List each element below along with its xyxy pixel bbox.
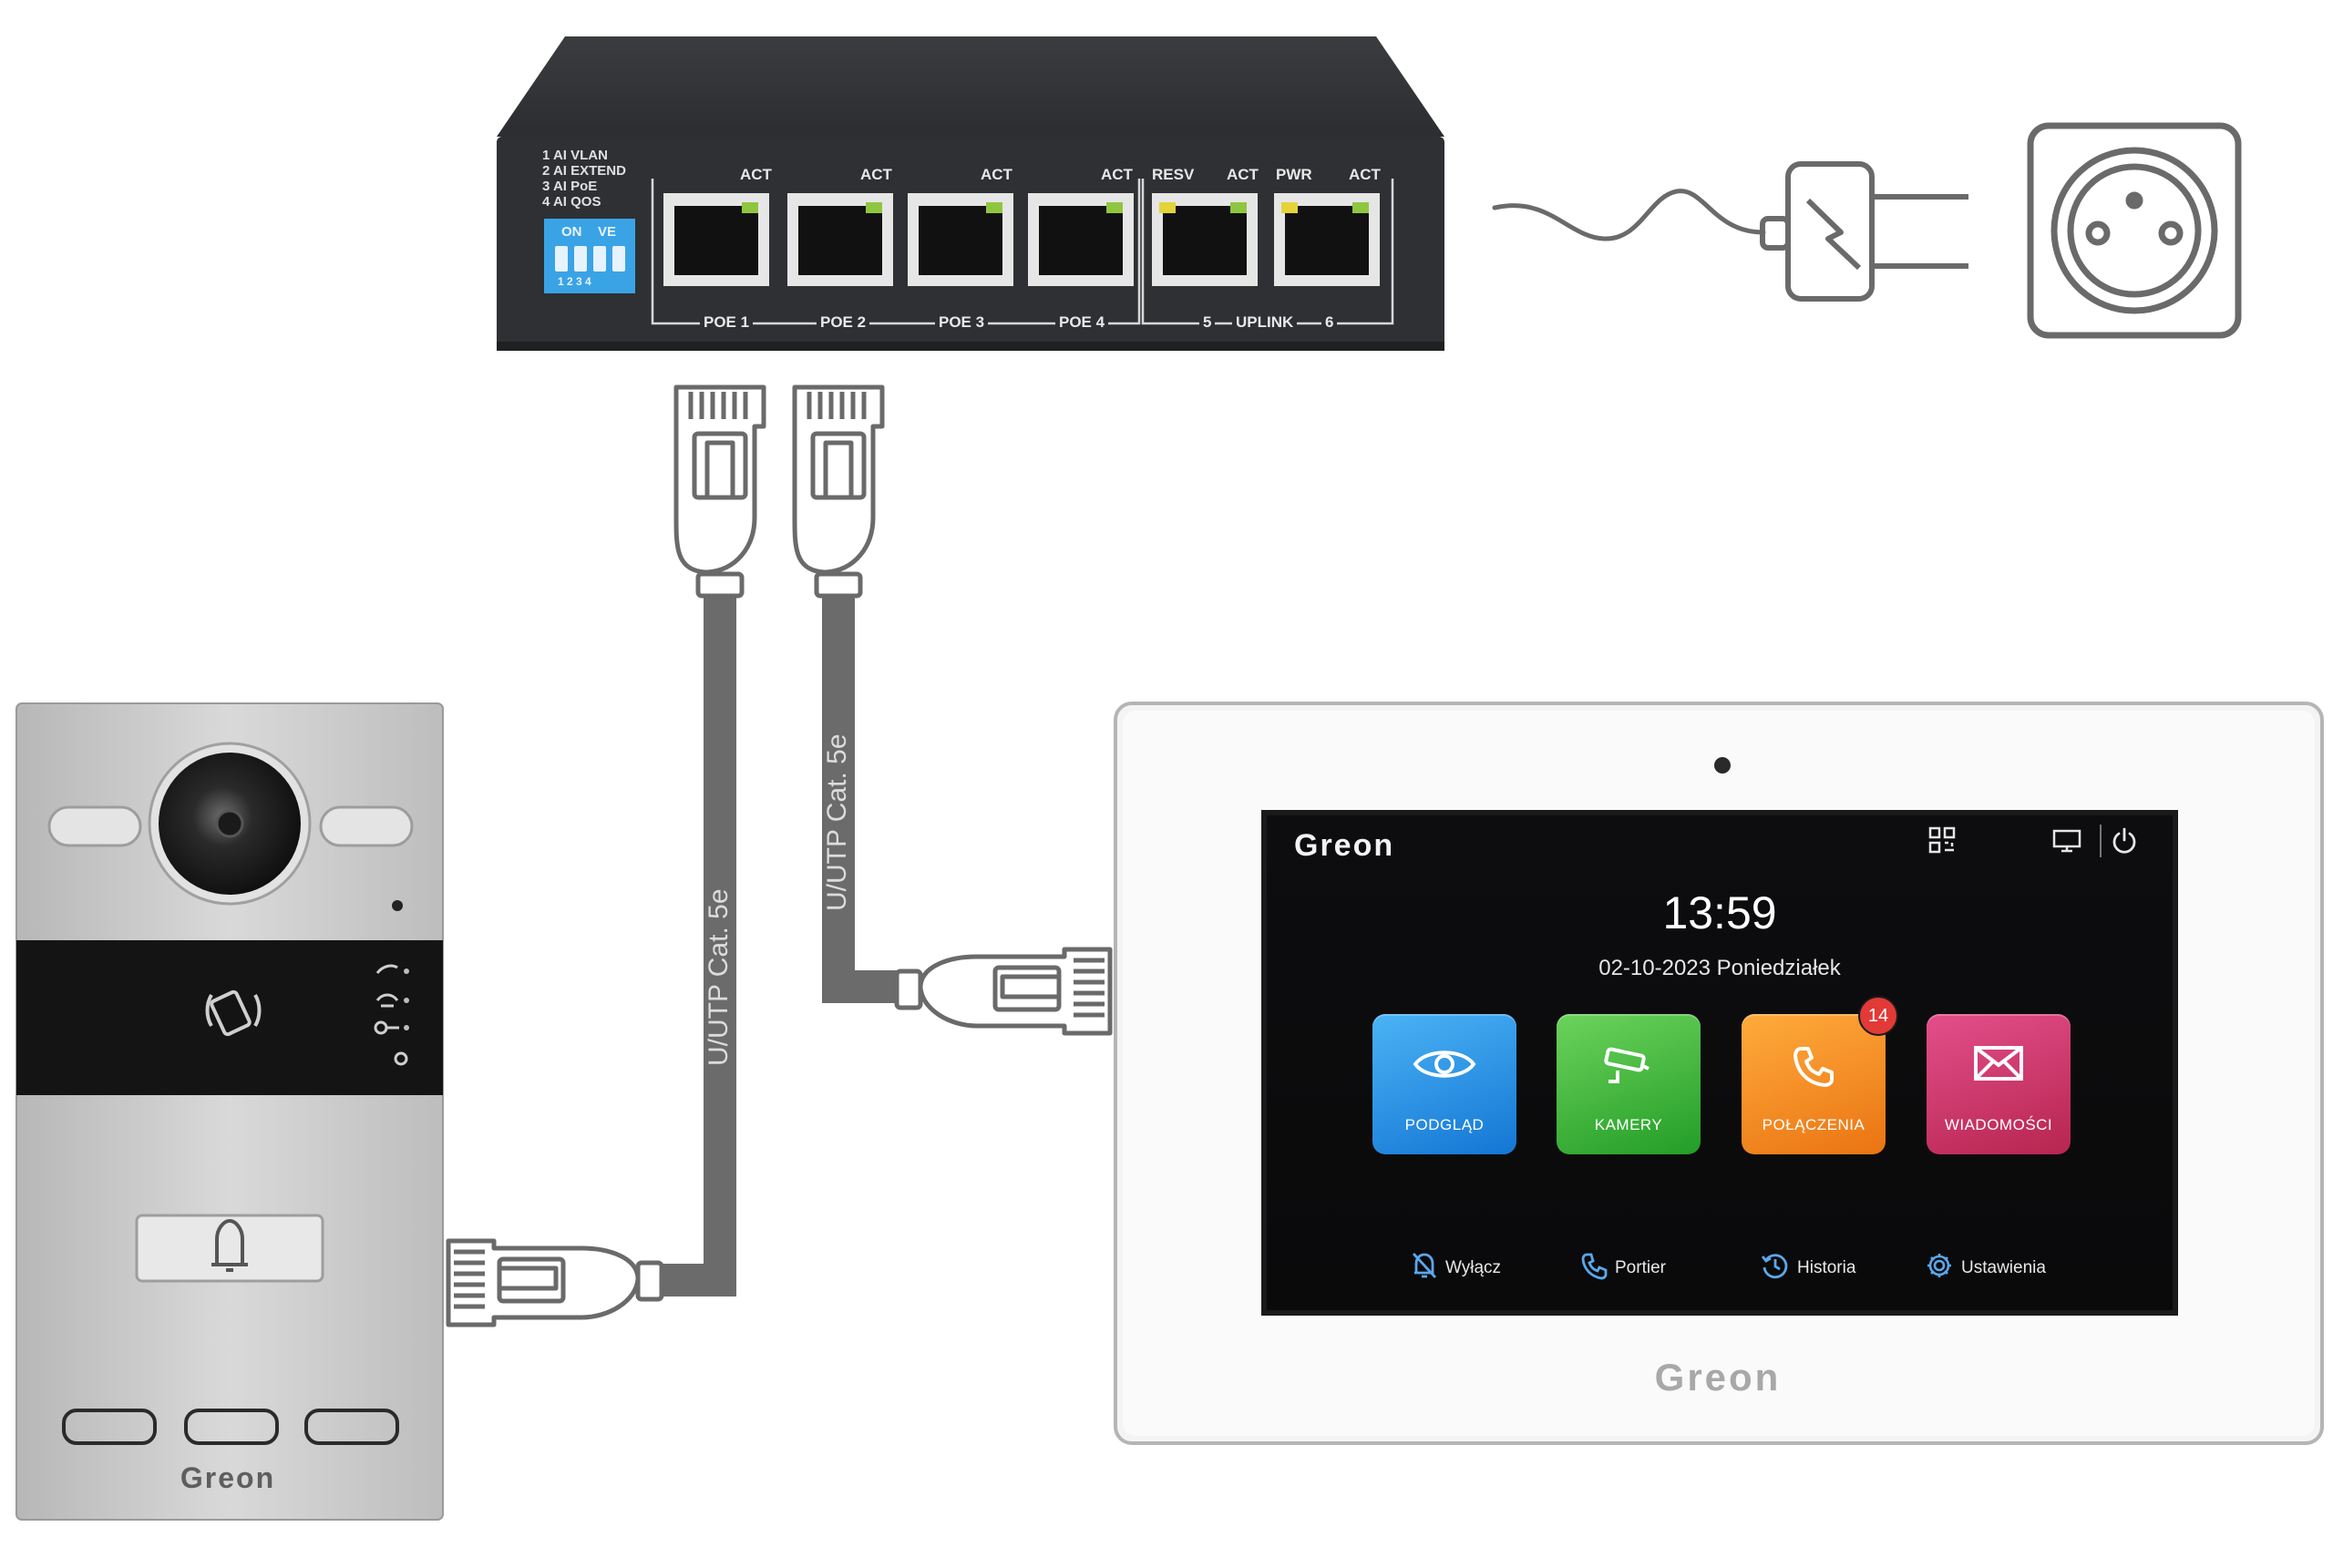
nav-label: Ustawienia <box>1961 1258 2046 1277</box>
port-poe-2[interactable] <box>787 193 893 286</box>
power-icon[interactable] <box>2111 826 2138 860</box>
tile-podglad[interactable]: PODGLĄD <box>1372 1014 1516 1154</box>
history-icon <box>1761 1251 1790 1286</box>
dip-on-label: ON <box>561 224 582 240</box>
speaker-grille <box>62 1409 157 1445</box>
cable-label-right: U/UTP Cat. 5e <box>822 733 852 911</box>
door-station <box>15 702 444 1521</box>
tile-label: PODGLĄD <box>1404 1116 1485 1133</box>
divider <box>2100 825 2102 862</box>
poe-port-label: POE 4 <box>1055 313 1109 332</box>
power-cord <box>1492 189 1766 241</box>
cables <box>642 590 911 1296</box>
camera-icon <box>1601 1045 1656 1091</box>
tile-label: KAMERY <box>1594 1116 1663 1133</box>
gear-icon <box>1925 1251 1954 1286</box>
dip-legend-item: 1 AI VLAN <box>542 148 608 163</box>
dip-legend: 1 AI VLAN 2 AI EXTEND 3 AI PoE 4 AI QOS <box>542 148 626 210</box>
qr-code-icon[interactable] <box>1928 826 1956 858</box>
rfid-icon <box>205 989 262 1037</box>
dip-legend-item: 4 AI QOS <box>542 194 601 210</box>
dip-legend-item: 2 AI EXTEND <box>542 163 626 179</box>
ir-light <box>47 805 142 847</box>
uplink-port-label: 5 <box>1199 313 1216 332</box>
nav-portier[interactable]: Portier <box>1580 1251 1666 1286</box>
tile-label: POŁĄCZENIA <box>1762 1116 1865 1133</box>
tile-wiadomosci[interactable]: WIADOMOŚCI <box>1927 1014 2071 1154</box>
power-plug-icon <box>1760 161 1968 302</box>
act-label: ACT <box>1349 166 1381 183</box>
nav-ustawienia[interactable]: Ustawienia <box>1925 1251 2046 1286</box>
unlock-status-icon <box>394 1051 408 1066</box>
rj45-plug-icon <box>446 1238 664 1327</box>
call-status-icon <box>375 964 398 974</box>
nav-label: Wyłącz <box>1445 1258 1502 1277</box>
monitor-bezel-logo: Greon <box>1654 1356 1782 1399</box>
nav-wylacz[interactable]: Wyłącz <box>1411 1251 1501 1286</box>
screen-brand-logo: Greon <box>1294 828 1395 863</box>
call-button[interactable] <box>135 1214 324 1283</box>
cable-left <box>642 590 736 1296</box>
monitor-screen: Greon 13:59 02-10-2023 Poniedziałek PODG… <box>1267 815 2173 1310</box>
unread-count-badge: 14 <box>1858 996 1898 1036</box>
clock-time: 13:59 <box>1662 887 1777 938</box>
nav-historia[interactable]: Historia <box>1761 1251 1855 1286</box>
pwr-label: PWR <box>1276 166 1312 183</box>
eye-icon <box>1413 1045 1476 1088</box>
rj45-plug-icon <box>673 384 766 599</box>
talk-status-icon <box>375 993 399 1008</box>
monitor-camera <box>1714 757 1731 774</box>
switch-top-face <box>497 36 1444 137</box>
port-poe-3[interactable] <box>908 193 1013 286</box>
tile-label: WIADOMOŚCI <box>1944 1116 2053 1133</box>
speaker-grille <box>184 1409 279 1445</box>
resv-label: RESV <box>1152 166 1195 183</box>
wall-socket-icon <box>2027 122 2242 339</box>
port-uplink-5[interactable] <box>1152 193 1258 286</box>
uplink-label: UPLINK <box>1232 313 1298 332</box>
rfid-reader-strip <box>16 940 443 1095</box>
phone-icon <box>1580 1251 1608 1286</box>
speaker-grille <box>304 1409 399 1445</box>
display-icon[interactable] <box>2052 826 2081 858</box>
tile-kamery[interactable]: KAMERY <box>1557 1014 1701 1154</box>
nav-label: Portier <box>1615 1258 1666 1277</box>
switch-ports <box>663 193 1380 286</box>
clock-date: 02-10-2023 Poniedziałek <box>1598 956 1841 980</box>
dip-number-label: 1 2 3 4 <box>558 275 591 288</box>
poe-port-label: POE 3 <box>935 313 989 332</box>
envelope-icon <box>1973 1045 2024 1086</box>
port-uplink-6[interactable] <box>1274 193 1380 286</box>
rj45-plug-icon <box>894 947 1113 1036</box>
act-label: ACT <box>981 166 1012 183</box>
act-label: ACT <box>740 166 772 183</box>
microphone-hole <box>392 900 403 911</box>
nav-label: Historia <box>1797 1258 1856 1277</box>
rj45-plug-icon <box>792 384 885 599</box>
bottom-nav-bar: Wyłącz Portier Historia Ustawienia <box>1267 1251 2173 1287</box>
poe-port-label: POE 1 <box>700 313 754 332</box>
dip-legend-item: 3 AI PoE <box>542 179 598 194</box>
cable-right <box>822 590 911 1003</box>
cable-label-left: U/UTP Cat. 5e <box>704 888 734 1066</box>
tile-polaczenia[interactable]: 14 POŁĄCZENIA <box>1742 996 1898 1154</box>
ir-light <box>319 805 414 847</box>
act-label: ACT <box>1101 166 1133 183</box>
uplink-port-label: 6 <box>1321 313 1338 332</box>
door-panel-logo: Greon <box>180 1461 276 1494</box>
port-poe-4[interactable] <box>1028 193 1134 286</box>
act-label: ACT <box>1227 166 1259 183</box>
dip-ve-label: VE <box>598 224 617 240</box>
poe-switch <box>497 36 1444 351</box>
bell-icon <box>211 1218 248 1272</box>
port-poe-1[interactable] <box>663 193 769 286</box>
phone-icon <box>1792 1045 1835 1093</box>
act-label: ACT <box>860 166 892 183</box>
poe-port-label: POE 2 <box>817 313 870 332</box>
bell-off-icon <box>1411 1251 1438 1286</box>
